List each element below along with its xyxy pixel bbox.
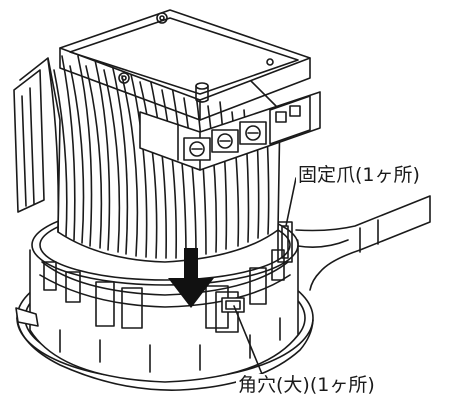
heatsink-fins (13, 55, 281, 263)
down-arrow-icon (168, 248, 214, 308)
power-cable (295, 195, 431, 291)
claw-leader-line (285, 177, 297, 227)
top-driver-box (59, 9, 311, 121)
hole-leader-line (233, 305, 263, 375)
terminal-block (139, 91, 321, 171)
hole-callout-label: 角穴(大)(1ヶ所) (236, 374, 377, 396)
claw-callout-label: 固定爪(1ヶ所) (296, 164, 422, 186)
